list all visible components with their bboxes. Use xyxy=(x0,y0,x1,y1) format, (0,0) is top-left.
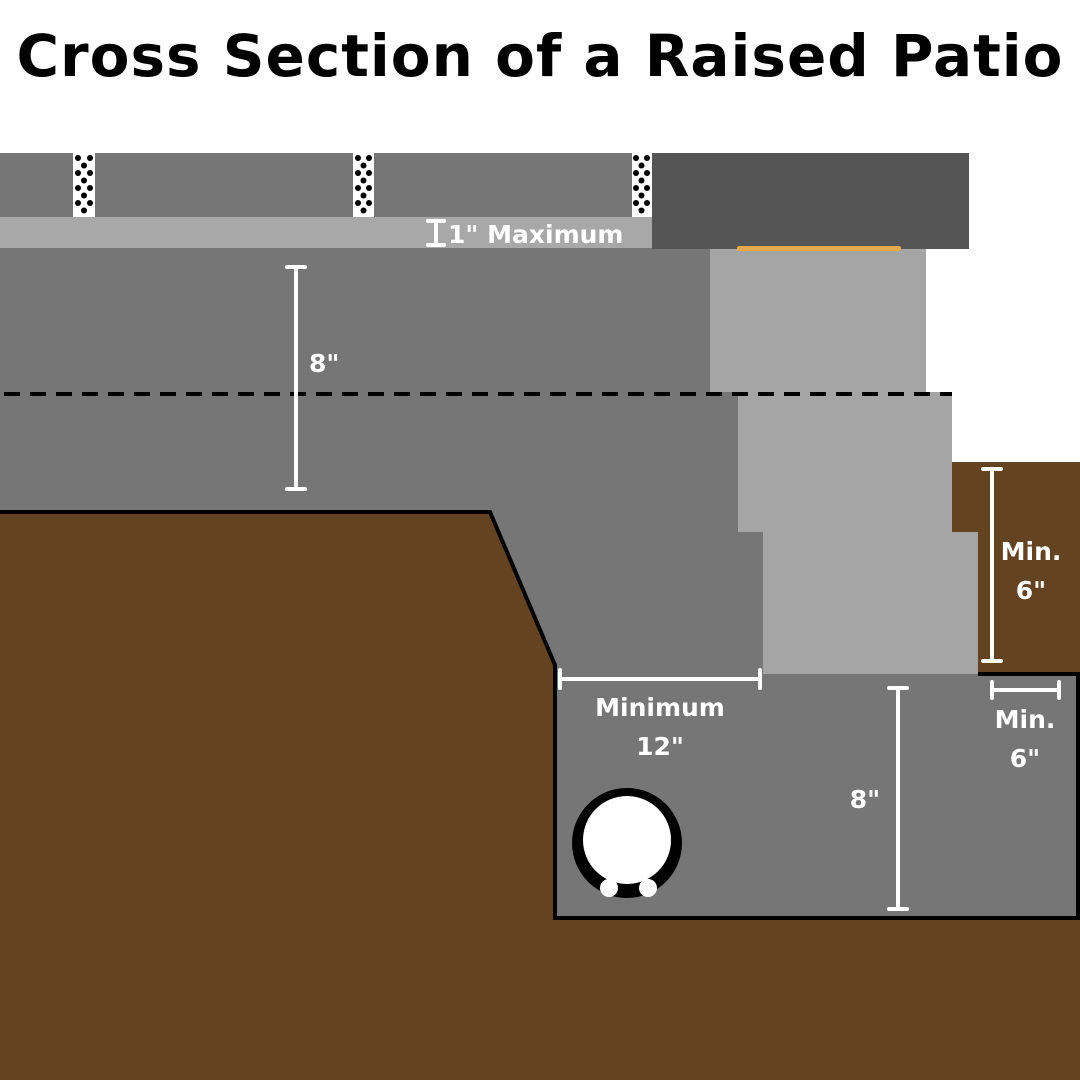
joint-sand-dot xyxy=(75,170,81,176)
joint-sand-dot xyxy=(81,192,87,199)
joint-sand-dot xyxy=(644,170,650,176)
joint-sand-dot xyxy=(366,185,372,191)
dimension-lines xyxy=(285,219,1061,911)
joint-sand-dot xyxy=(75,185,81,191)
joint-sand-dot xyxy=(638,162,645,169)
joint-sand-dot xyxy=(366,155,372,161)
label-wall-embed-line1: Min. xyxy=(1001,537,1062,566)
joint-sand-dot xyxy=(360,162,367,169)
joint-sand-dot xyxy=(81,207,87,214)
bedding-sand xyxy=(0,217,652,248)
drain-pipe-foot xyxy=(600,879,618,897)
paver-joints xyxy=(73,153,652,217)
joint-sand-dot xyxy=(366,200,372,206)
joint-sand-dot xyxy=(355,170,361,176)
joint-sand-dot xyxy=(355,185,361,191)
capstone xyxy=(652,153,969,249)
dimension-labels: 1" Maximum 8" Min. 6" Minimum 12" 8" Min… xyxy=(309,220,1061,814)
excavation-outline xyxy=(0,510,1080,920)
label-footing-front-line2: 6" xyxy=(1010,744,1040,773)
joint-sand-dot xyxy=(638,192,645,199)
joint-sand-dot xyxy=(87,200,93,206)
diagram-title: Cross Section of a Raised Patio xyxy=(16,22,1064,90)
joint-sand-dot xyxy=(633,170,639,176)
soil-left xyxy=(0,512,555,1080)
joint-sand-dot xyxy=(355,155,361,161)
retaining-wall xyxy=(710,248,978,674)
joint-sand-dot xyxy=(87,185,93,191)
dimension-footing-extension xyxy=(558,668,762,690)
paver xyxy=(0,153,73,217)
drain-pipe-inner xyxy=(583,796,671,884)
dimension-footing-depth xyxy=(887,686,909,911)
joint-sand-dot xyxy=(633,200,639,206)
joint-sand-dot xyxy=(633,155,639,161)
joint-sand-dot xyxy=(75,200,81,206)
dimension-bedding xyxy=(426,219,446,247)
joint-sand-dot xyxy=(644,185,650,191)
joint-sand-dot xyxy=(633,185,639,191)
joint-sand-dot xyxy=(644,155,650,161)
label-footing-front-line1: Min. xyxy=(995,705,1056,734)
capstone-adhesive xyxy=(737,246,901,251)
dimension-footing-front xyxy=(990,680,1061,700)
dimension-wall-embed xyxy=(981,467,1003,663)
joint-sand-dots xyxy=(75,155,650,214)
joint-sand-dot xyxy=(87,155,93,161)
label-wall-embed-line2: 6" xyxy=(1016,576,1046,605)
joint-sand-dot xyxy=(360,177,367,184)
joint-sand-dot xyxy=(81,177,87,184)
drain-pipe-icon xyxy=(572,788,682,898)
label-footing-extension-line2: 12" xyxy=(636,732,684,761)
excavation-edge xyxy=(0,510,1080,920)
joint-sand-dot xyxy=(366,170,372,176)
joint-sand-dot xyxy=(644,200,650,206)
joint-sand-dot xyxy=(87,170,93,176)
label-footing-depth: 8" xyxy=(850,785,880,814)
wall-block-top xyxy=(710,248,926,392)
paver xyxy=(95,153,353,217)
joint-sand-dot xyxy=(360,207,367,214)
paver xyxy=(374,153,632,217)
joint-sand-dot xyxy=(360,192,367,199)
pavers xyxy=(0,153,632,217)
soil-below-footing xyxy=(555,918,1080,1080)
joint-sand-dot xyxy=(355,200,361,206)
joint-sand-dot xyxy=(75,155,81,161)
joint-sand-dot xyxy=(638,177,645,184)
wall-block-bottom xyxy=(763,532,978,674)
label-footing-extension-line1: Minimum xyxy=(595,693,725,722)
label-base-depth: 8" xyxy=(309,349,339,378)
gravel-base xyxy=(0,248,763,674)
joint-sand-dot xyxy=(81,162,87,169)
wall-block-middle xyxy=(738,392,952,532)
dimension-base-depth xyxy=(285,265,307,491)
joint-sand-dot xyxy=(638,207,645,214)
label-bedding-thickness: 1" Maximum xyxy=(448,220,623,249)
drain-pipe-foot xyxy=(639,879,657,897)
